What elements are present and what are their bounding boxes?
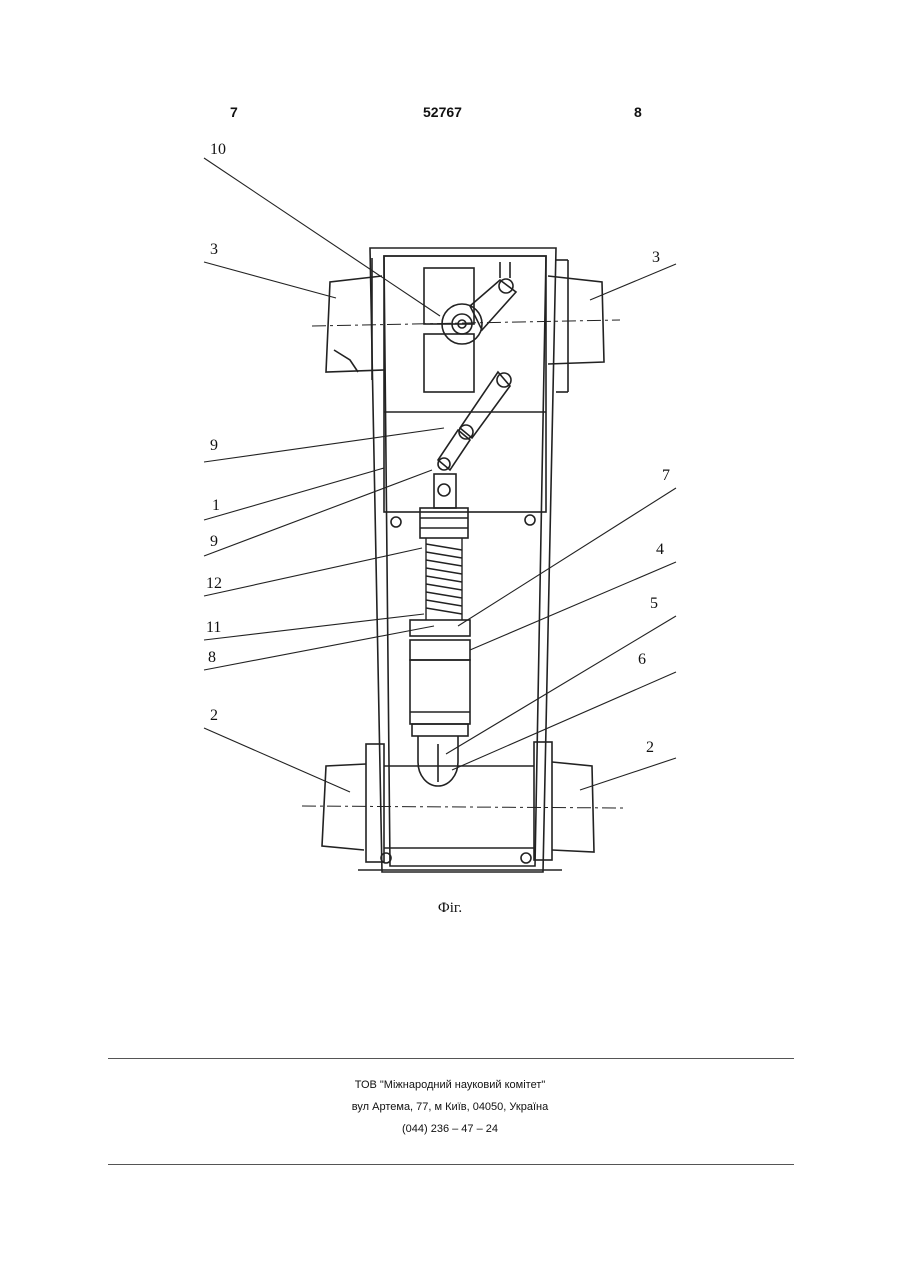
callout-8: 8	[208, 649, 216, 666]
lower-shaft-right	[552, 762, 594, 852]
footer-company: ТОВ "Міжнародний науковий комітет"	[0, 1079, 900, 1091]
upper-shaft-left	[326, 276, 384, 372]
lower-shaft-left	[322, 764, 366, 850]
callout-4: 4	[656, 541, 664, 558]
cylinder-ring	[410, 620, 470, 636]
frame-outer	[370, 248, 556, 872]
footer-rule-bottom	[108, 1164, 794, 1165]
callout-2-right: 2	[646, 739, 654, 756]
callout-9-lower: 9	[210, 533, 218, 550]
callout-2-left: 2	[210, 707, 218, 724]
callout-1: 1	[212, 497, 220, 514]
callout-10: 10	[210, 141, 226, 158]
callout-6: 6	[638, 651, 646, 668]
figure-caption: Фіг.	[0, 900, 900, 917]
linkage-lower	[438, 430, 470, 470]
callout-9-upper: 9	[210, 437, 218, 454]
technical-drawing: 10 3 3 9 1 9 12 11 8 7 4 5 6 2 2	[0, 0, 900, 900]
callout-7: 7	[662, 467, 670, 484]
spring	[426, 538, 462, 620]
callout-3-left: 3	[210, 241, 218, 258]
footer-address: вул Артема, 77, м Київ, 04050, Україна	[0, 1101, 900, 1113]
linkage-upper	[460, 372, 510, 438]
frame-inner	[384, 256, 546, 866]
callout-5: 5	[650, 595, 658, 612]
footer-phone: (044) 236 – 47 – 24	[0, 1123, 900, 1135]
callout-11: 11	[206, 619, 221, 636]
footer-rule-top	[108, 1058, 794, 1059]
callout-3-right: 3	[652, 249, 660, 266]
cylinder-body	[410, 660, 470, 724]
callout-12: 12	[206, 575, 222, 592]
